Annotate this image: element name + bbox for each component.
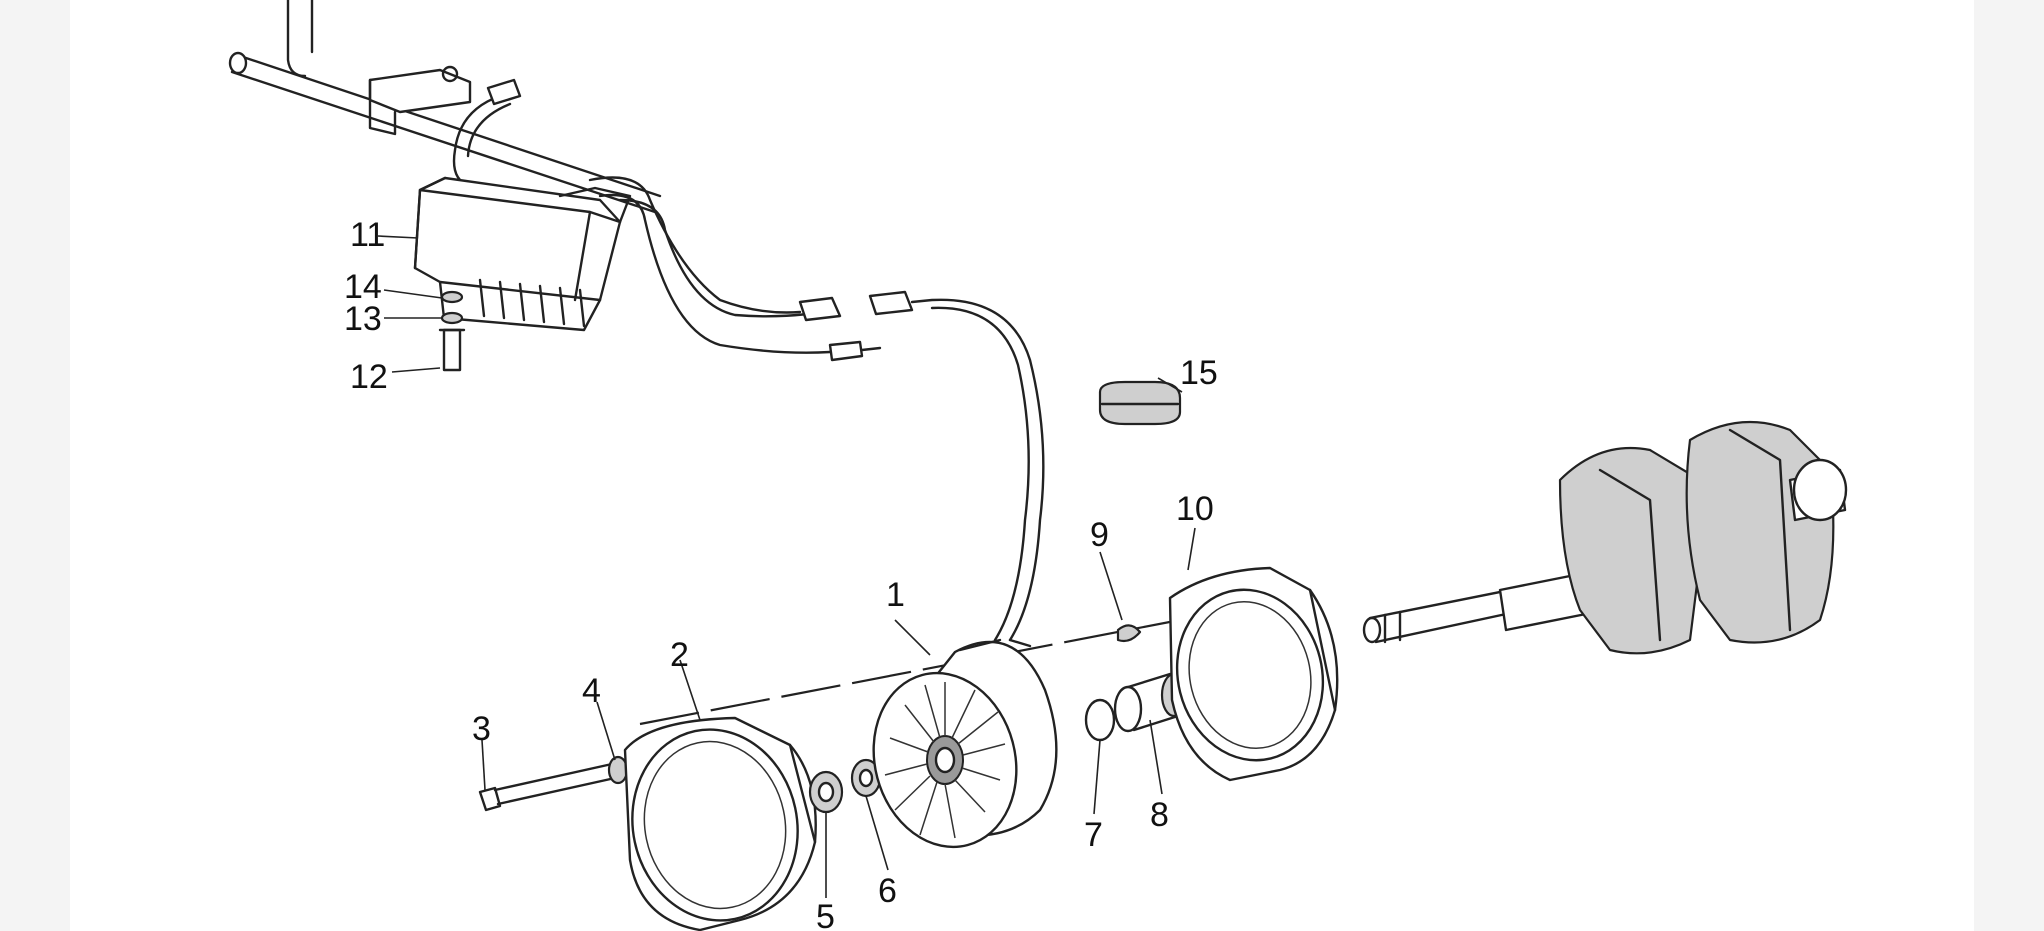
bolt bbox=[478, 762, 617, 812]
mounting-bracket bbox=[368, 65, 472, 136]
voltage-regulator bbox=[413, 176, 632, 332]
o-ring bbox=[1084, 698, 1116, 742]
callout-leaders bbox=[377, 235, 1196, 898]
rotor-washer bbox=[850, 758, 882, 798]
frame-tube bbox=[228, 0, 662, 214]
callout-15: 15 bbox=[1180, 354, 1218, 392]
callout-labels: 11 14 13 12 15 10 9 1 2 3 4 5 6 7 8 bbox=[344, 216, 1218, 931]
stator-coil bbox=[872, 638, 1058, 849]
callout-13: 13 bbox=[344, 300, 382, 338]
callout-5: 5 bbox=[816, 898, 835, 931]
callout-1: 1 bbox=[886, 576, 905, 614]
callout-7: 7 bbox=[1084, 816, 1103, 854]
callout-2: 2 bbox=[670, 636, 689, 674]
crankshaft bbox=[1362, 420, 1848, 655]
callout-9: 9 bbox=[1090, 516, 1109, 554]
callout-14: 14 bbox=[344, 268, 382, 306]
callout-10: 10 bbox=[1176, 490, 1214, 528]
rotor-nut bbox=[808, 770, 844, 814]
callout-4: 4 bbox=[582, 672, 601, 710]
callout-11: 11 bbox=[350, 216, 385, 254]
wiring-harness bbox=[452, 78, 1045, 642]
assembly-axis bbox=[639, 618, 1181, 726]
woodruff-key bbox=[1116, 624, 1142, 643]
callout-8: 8 bbox=[1150, 796, 1169, 834]
cable-grommet bbox=[1098, 380, 1182, 426]
callout-3: 3 bbox=[472, 710, 491, 748]
callout-6: 6 bbox=[878, 872, 897, 910]
callout-12: 12 bbox=[350, 358, 388, 396]
regulator-fasteners bbox=[438, 290, 466, 372]
alternator-housing bbox=[1168, 566, 1339, 782]
alternator-cover bbox=[623, 716, 817, 931]
